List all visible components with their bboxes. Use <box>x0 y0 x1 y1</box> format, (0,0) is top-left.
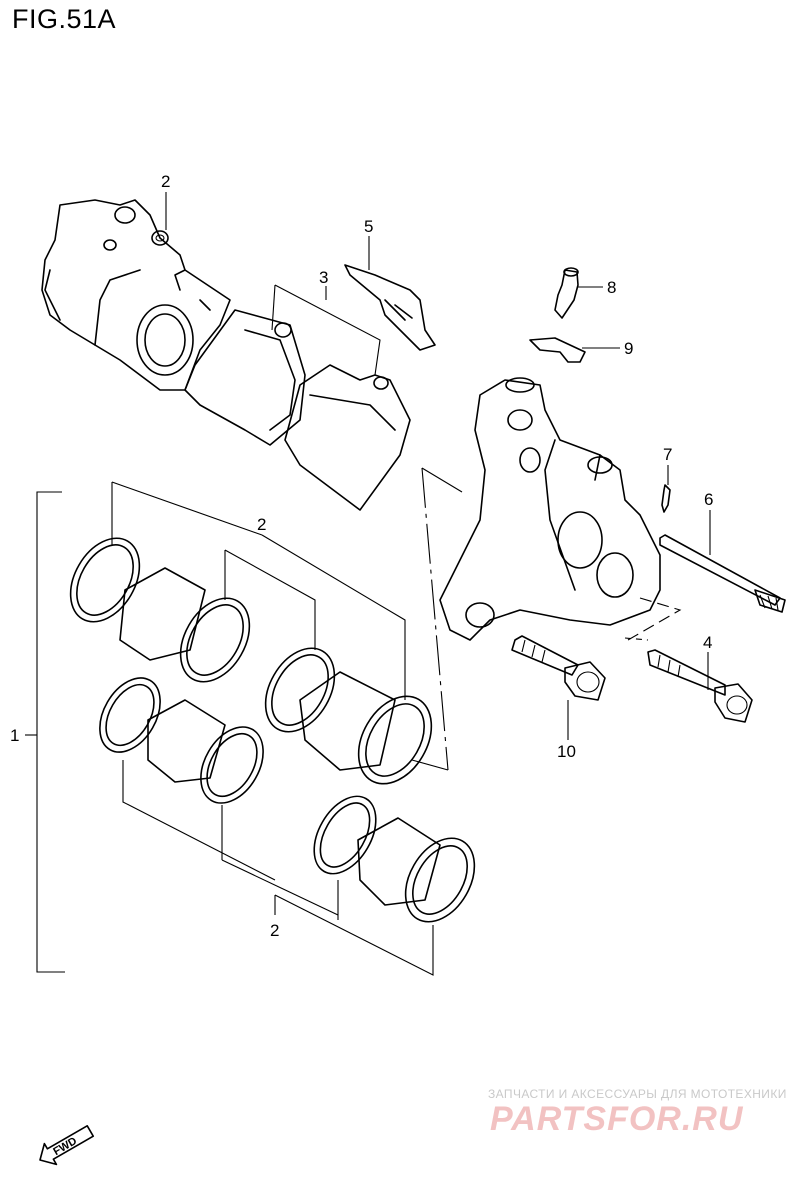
callout-6: 6 <box>704 490 713 509</box>
pad-pin <box>659 534 786 613</box>
callout-2: 2 <box>270 921 279 940</box>
bleeder-valve <box>554 267 579 319</box>
fwd-label: FWD <box>51 1135 79 1158</box>
callout-3: 3 <box>319 268 328 287</box>
caliper-body-outer <box>41 199 231 391</box>
callout-4: 4 <box>703 633 712 652</box>
callout-8: 8 <box>607 278 616 297</box>
callout-7: 7 <box>663 445 672 464</box>
pad-spring <box>344 264 436 351</box>
figure-title: FIG.51A <box>12 4 117 34</box>
bolt-short <box>647 649 753 723</box>
mounting-bolt <box>511 635 606 701</box>
callout-2: 2 <box>257 515 266 534</box>
forward-direction-arrow: FWD <box>39 1125 95 1166</box>
callout-5: 5 <box>364 217 373 236</box>
caliper-body-inner <box>439 377 661 641</box>
callout-2: 2 <box>161 172 170 191</box>
callout-1: 1 <box>10 726 19 745</box>
pin-clip <box>661 484 671 513</box>
bleeder-cap <box>529 337 586 363</box>
watermark-logo: PARTSFOR.RU <box>490 1100 744 1138</box>
piston-seal-set <box>69 537 476 923</box>
callout-9: 9 <box>624 339 633 358</box>
callout-10: 10 <box>557 742 576 761</box>
watermark-caption: ЗАПЧАСТИ И АКСЕССУАРЫ ДЛЯ МОТОТЕХНИКИ <box>488 1087 787 1101</box>
leader-lines <box>25 192 711 976</box>
brake-pad-set <box>184 284 411 511</box>
